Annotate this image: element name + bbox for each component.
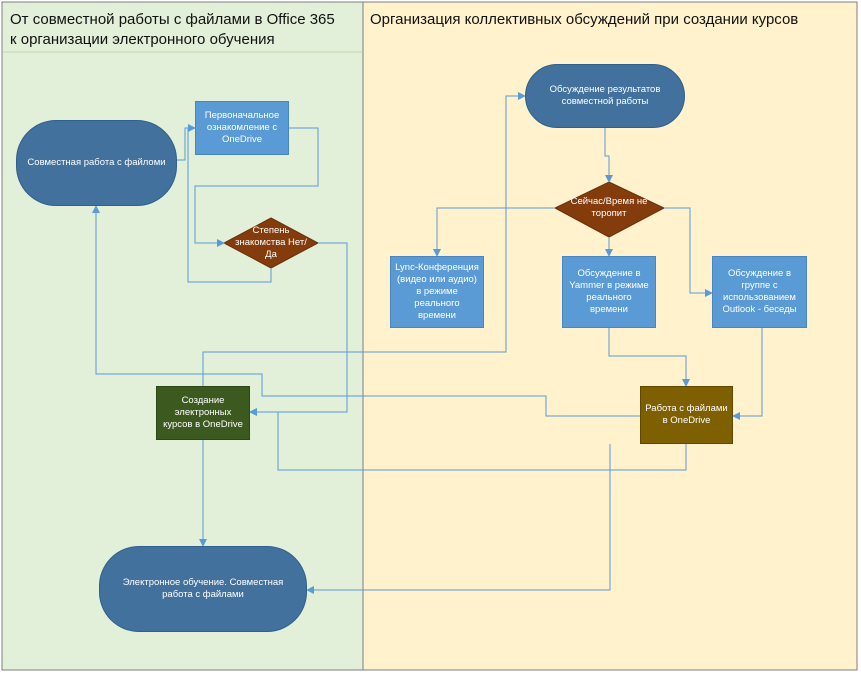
left-lane-title-line2: к организации электронного обучения bbox=[10, 31, 275, 48]
left-lane-title: От совместной работы с файлами в Office … bbox=[10, 10, 360, 50]
outlook-node[interactable]: Обсуждение в группе с использованием Out… bbox=[712, 256, 807, 328]
connector-discuss-to-decision bbox=[604, 128, 613, 183]
connectors bbox=[92, 92, 763, 594]
connector-joint-to-intro bbox=[177, 124, 196, 161]
right-lane-title: Организация коллективных обсуждений при … bbox=[370, 11, 799, 28]
familiarity-label: Степень знакомства Нет/Да bbox=[235, 225, 307, 260]
elearning-node[interactable]: Электронное обучение. Совместная работа … bbox=[99, 546, 307, 632]
connector-intro-to-familiarity bbox=[194, 127, 319, 247]
left-lane-title-line1: От совместной работы с файлами в Office … bbox=[10, 11, 335, 28]
connector-work-to-joint bbox=[92, 205, 640, 417]
connector-familiarity-loop bbox=[187, 128, 272, 283]
connector-yammer-to-work bbox=[608, 328, 690, 387]
now-time-label: Сейчас/Время не торопит bbox=[570, 196, 648, 219]
connector-familiarity-to-create bbox=[249, 242, 348, 416]
joint-work-node[interactable]: Совместная работа с файломи bbox=[16, 120, 177, 206]
discuss-results-node[interactable]: Обсуждение результатов совместной работы bbox=[525, 64, 685, 128]
lync-node[interactable]: Lync-Конференция (видео или аудио) в реж… bbox=[390, 256, 484, 328]
initial-intro-node[interactable]: Первоначальное ознакомление с OneDrive bbox=[195, 101, 289, 155]
connector-create-to-discuss bbox=[202, 92, 526, 386]
create-courses-node[interactable]: Создание электронных курсов в OneDrive bbox=[156, 386, 250, 440]
work-files-node[interactable]: Работа с файлами в OneDrive bbox=[640, 386, 733, 444]
connector-decision-to-outlook bbox=[664, 207, 713, 297]
yammer-node[interactable]: Обсуждение в Yammer в режиме реального в… bbox=[562, 256, 656, 328]
connector-work-to-create bbox=[249, 408, 687, 471]
connector-decision-to-lync bbox=[433, 207, 555, 257]
connector-outlook-to-work bbox=[732, 328, 763, 420]
connector-work-to-elearning bbox=[306, 444, 611, 594]
